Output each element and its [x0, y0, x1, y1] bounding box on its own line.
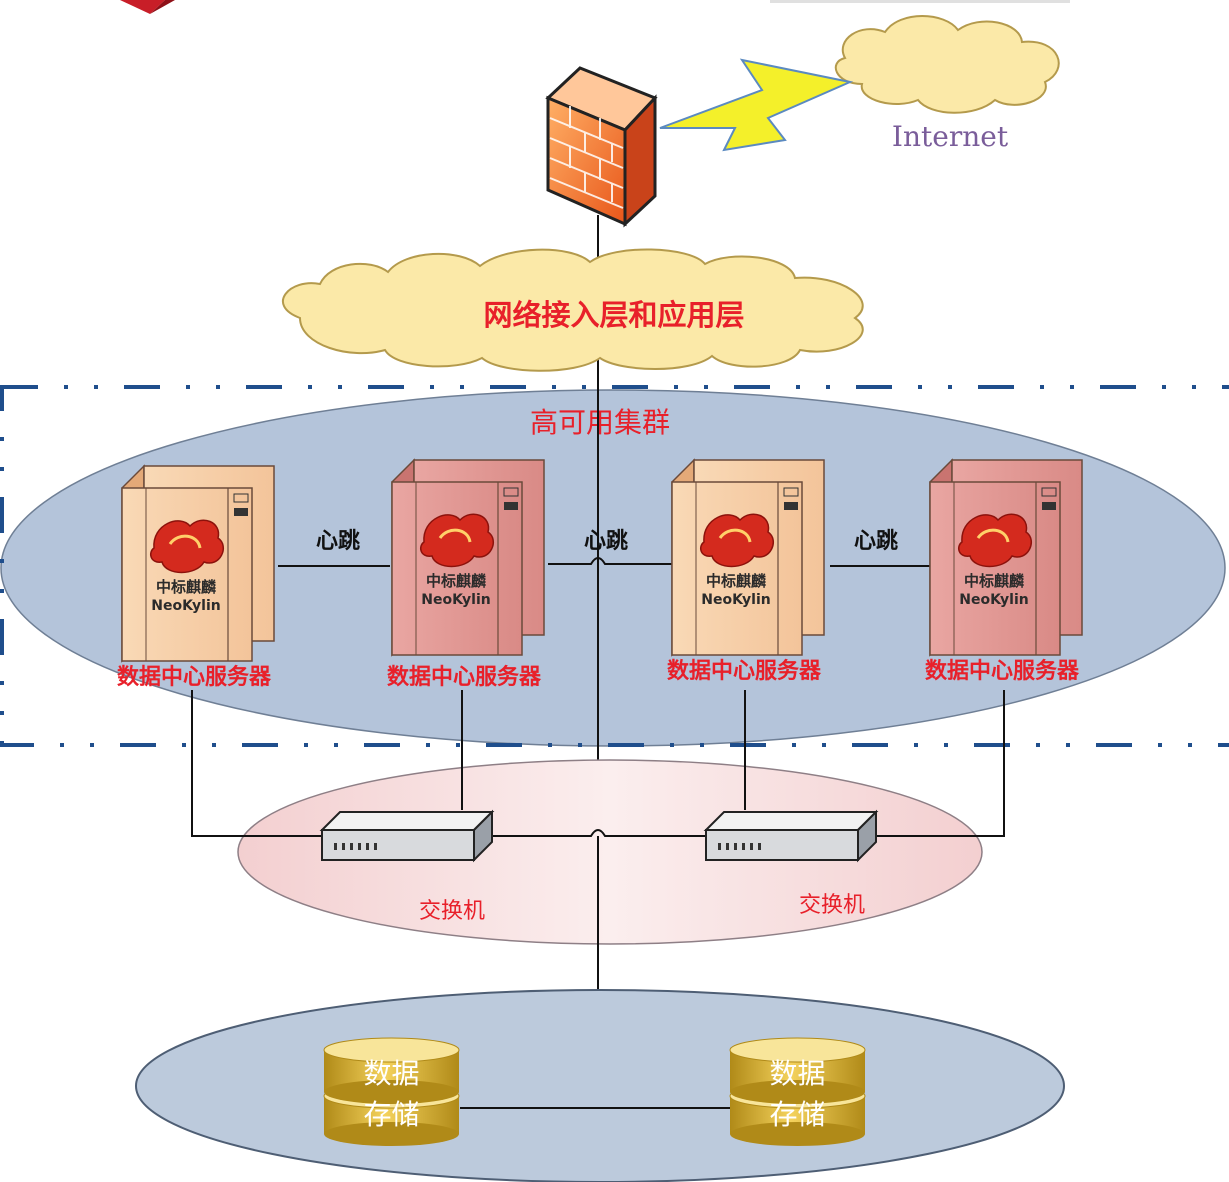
- access-layer-cloud-icon: [281, 248, 864, 372]
- heartbeat-label-1: 心跳: [316, 528, 360, 554]
- storage-2-icon: [729, 1037, 866, 1146]
- internet-label: Internet: [892, 120, 1009, 153]
- neokylin-dragon-icon: [149, 519, 224, 574]
- heartbeat-link-2: [548, 557, 672, 565]
- server-brand-cn: 中标麒麟: [706, 572, 767, 590]
- cluster-dashed-border: [0, 385, 1229, 747]
- neokylin-dragon-icon: [419, 513, 494, 568]
- server-cabinet-icon: [121, 464, 275, 663]
- server-caption: 数据中心服务器: [117, 664, 272, 690]
- storage-bottom-label: 存储: [769, 1098, 825, 1131]
- access-layer-label: 网络接入层和应用层: [483, 298, 744, 332]
- server-1: 中标麒麟 NeoKylin 数据中心服务器: [117, 464, 275, 690]
- server-brand-en: NeoKylin: [151, 598, 220, 614]
- switch-interlink: [490, 829, 706, 837]
- server-brand-cn: 中标麒麟: [426, 572, 487, 590]
- server-brand-en: NeoKylin: [701, 592, 770, 608]
- server-brand-cn: 中标麒麟: [964, 572, 1025, 590]
- server4-switch-link: [874, 690, 1005, 837]
- switch-label-1: 交换机: [419, 899, 485, 924]
- storage-1-icon: [323, 1037, 460, 1146]
- internet-cloud-icon: [834, 15, 1060, 114]
- firewall-icon: [545, 66, 658, 228]
- neokylin-dragon-icon: [957, 513, 1032, 568]
- server1-switch-link: [191, 690, 322, 837]
- storage-top-label: 数据: [363, 1057, 419, 1090]
- heartbeat-label-3: 心跳: [854, 528, 898, 554]
- server-3: 中标麒麟 NeoKylin 数据中心服务器: [667, 458, 825, 684]
- neokylin-dragon-icon: [699, 513, 774, 568]
- server-caption: 数据中心服务器: [387, 664, 542, 690]
- server-caption: 数据中心服务器: [667, 658, 822, 684]
- cluster-title: 高可用集群: [530, 406, 670, 439]
- server-cabinet-icon: [391, 458, 545, 657]
- server-brand-en: NeoKylin: [421, 592, 490, 608]
- logo-fragment-icon: [120, 0, 175, 14]
- server-caption: 数据中心服务器: [925, 658, 1080, 684]
- storage-zone: [135, 989, 1065, 1182]
- server-brand-cn: 中标麒麟: [156, 578, 217, 596]
- heartbeat-label-2: 心跳: [584, 528, 628, 554]
- switch-zone: [237, 759, 983, 945]
- server-4: 中标麒麟 NeoKylin 数据中心服务器: [925, 458, 1083, 684]
- switch-1-icon: [319, 809, 495, 863]
- wireless-link-icon: [659, 58, 854, 152]
- switch-2-icon: [703, 809, 879, 863]
- top-edge-bar: [770, 0, 1070, 3]
- servers-group: 中标麒麟NeoKylin数据中心服务器中标麒麟NeoKylin数据中心服务器中标…: [117, 458, 1083, 690]
- server-2: 中标麒麟 NeoKylin 数据中心服务器: [387, 458, 545, 690]
- storage-top-label: 数据: [769, 1057, 825, 1090]
- switch-label-2: 交换机: [799, 893, 865, 918]
- storage-bottom-label: 存储: [363, 1098, 419, 1131]
- server-brand-en: NeoKylin: [959, 592, 1028, 608]
